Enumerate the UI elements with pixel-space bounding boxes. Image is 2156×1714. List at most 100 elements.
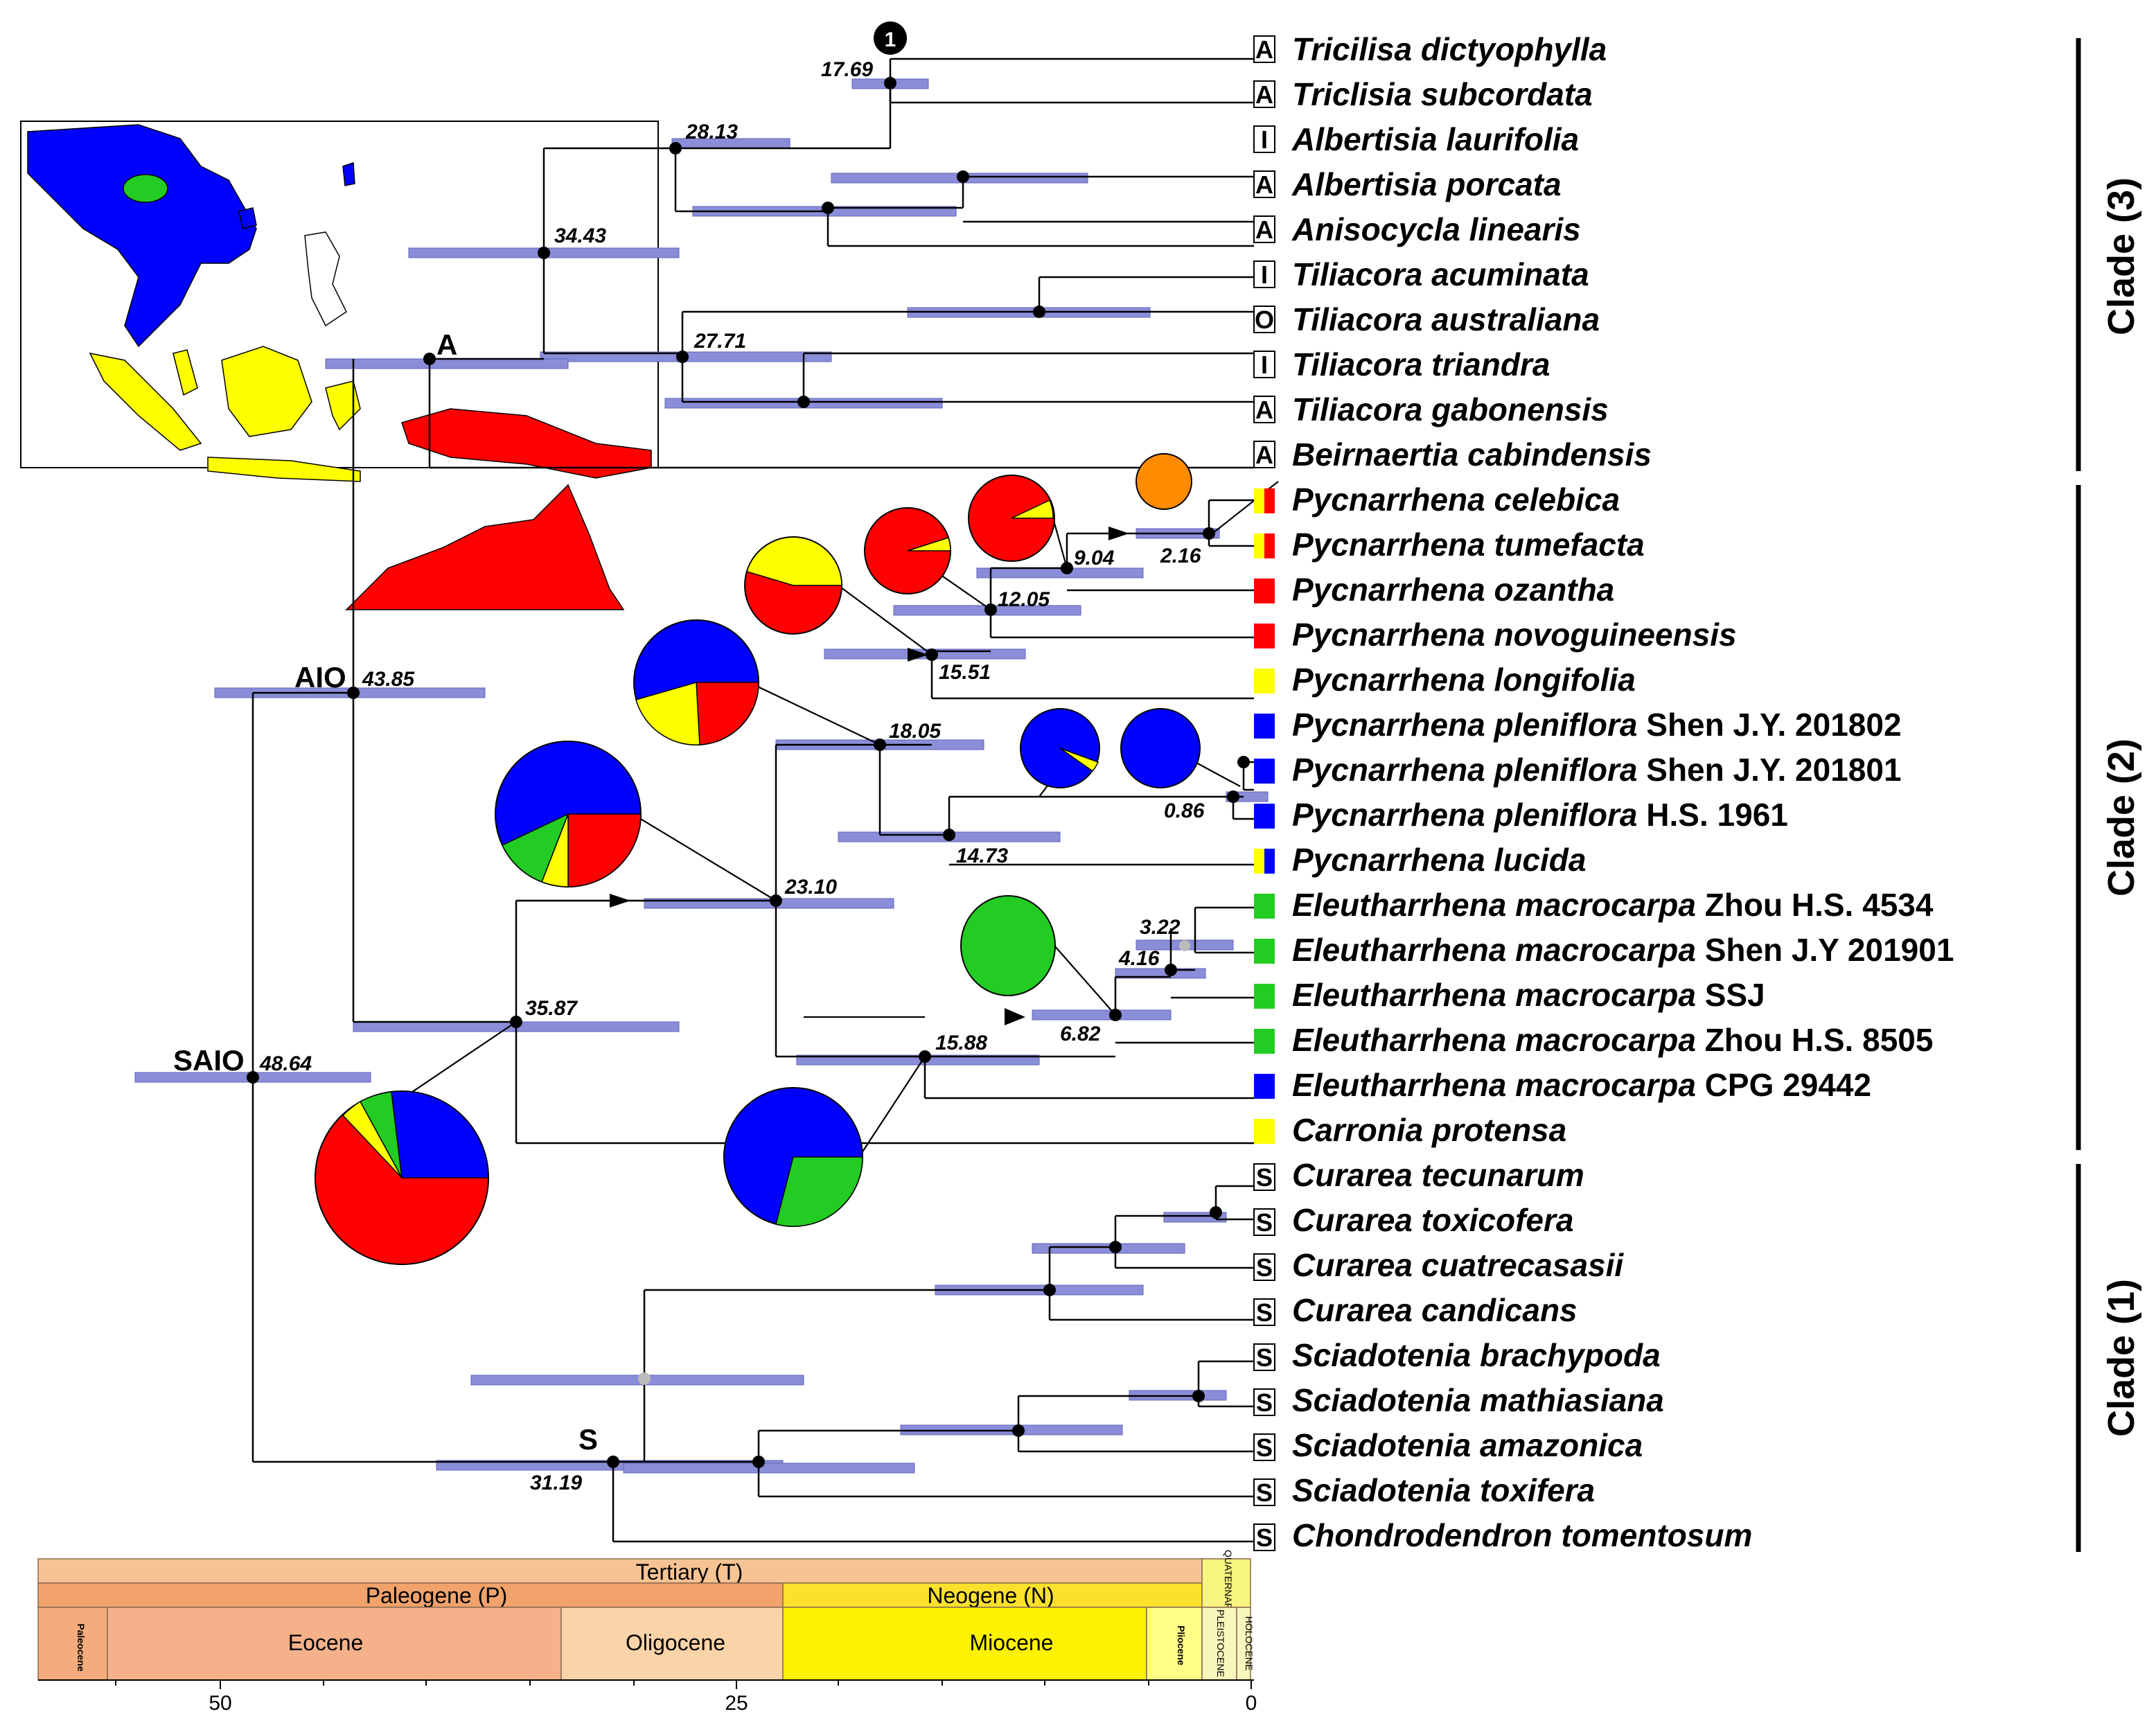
- svg-text:14.73: 14.73: [956, 845, 1008, 867]
- pie-chart-blue-small-2: [1120, 708, 1201, 788]
- epoch-label-pliocene: Pliocene: [1176, 1625, 1187, 1666]
- area-code-box: I: [1253, 260, 1275, 289]
- svg-text:6.82: 6.82: [1060, 1023, 1101, 1045]
- map-region-blue-taiwan: [342, 161, 355, 186]
- map-region-yellow-sulawesi: [325, 380, 361, 431]
- svg-text:43.85: 43.85: [362, 668, 415, 691]
- taxon-label: Anisocycla linearis: [1291, 211, 1581, 247]
- area-color-square: [1254, 1074, 1275, 1099]
- area-code-box: A: [1253, 441, 1275, 469]
- taxon-label: Pycnarrhena longifolia: [1292, 662, 1636, 698]
- area-code-box: S: [1253, 1478, 1275, 1507]
- pie-chart-red-major: [315, 1090, 489, 1265]
- svg-text:31.19: 31.19: [530, 1472, 582, 1494]
- taxon-label: Pycnarrhena ozantha: [1292, 572, 1614, 608]
- map-region-philippines: [304, 231, 347, 327]
- taxon-label: Pycnarrhena pleniflora Shen J.Y. 201801: [1292, 752, 1902, 788]
- svg-text:34.43: 34.43: [554, 224, 606, 247]
- taxon-label: Eleutharrhena macrocarpa CPG 29442: [1292, 1067, 1871, 1103]
- svg-text:A: A: [1255, 215, 1273, 244]
- era-label: Tertiary (T): [636, 1560, 743, 1584]
- svg-text:0.86: 0.86: [1164, 799, 1205, 822]
- svg-text:A: A: [1255, 80, 1273, 109]
- area-color-square: [1254, 939, 1275, 964]
- map-region-yellow-sumatra: [89, 352, 202, 451]
- area-code-box: A: [1253, 35, 1275, 64]
- svg-text:S: S: [1256, 1343, 1273, 1372]
- area-color-square: [1254, 533, 1275, 558]
- clade-brackets: Clade (3) Clade (2) Clade (1): [2076, 38, 2142, 1552]
- taxon-label: Albertisia laurifolia: [1291, 121, 1579, 157]
- area-color-square: [1254, 1029, 1275, 1054]
- svg-text:17.69: 17.69: [821, 58, 873, 81]
- area-code-box: A: [1253, 396, 1275, 424]
- clade-3-label: Clade (3): [2101, 177, 2142, 335]
- taxon-label: Eleutharrhena macrocarpa SSJ: [1292, 977, 1765, 1013]
- taxon-label: Pycnarrhena lucida: [1292, 842, 1586, 878]
- svg-text:A: A: [1255, 170, 1273, 199]
- taxon-label: Tiliacora gabonensis: [1292, 391, 1609, 427]
- taxon-label: Curarea toxicofera: [1292, 1202, 1574, 1238]
- area-code-box: A: [1253, 80, 1275, 109]
- taxon-label: Tiliacora triandra: [1292, 346, 1550, 382]
- axis-tick-0: 0: [1246, 1692, 1257, 1714]
- taxon-label: Curarea cuatrecasasii: [1292, 1247, 1624, 1283]
- area-code-box: S: [1253, 1523, 1275, 1552]
- axis-tick-50: 50: [209, 1692, 231, 1714]
- pie-chart-orange: [1136, 453, 1192, 510]
- taxon-label: Triclisia subcordata: [1292, 76, 1593, 112]
- period-label-paleogene: Paleogene (P): [366, 1583, 508, 1608]
- taxon-label: Eleutharrhena macrocarpa Zhou H.S. 4534: [1292, 887, 1934, 923]
- epoch-label-miocene: Miocene: [970, 1630, 1054, 1655]
- taxon-label: Pycnarrhena pleniflora H.S. 1961: [1292, 797, 1788, 833]
- taxon-label: Curarea candicans: [1292, 1292, 1578, 1328]
- node-dots: [247, 77, 1250, 1468]
- area-color-square: [1254, 488, 1275, 513]
- svg-text:A: A: [1255, 396, 1273, 424]
- area-code-box: S: [1253, 1388, 1275, 1417]
- map-region-yellow-malaya: [173, 349, 198, 396]
- area-code-box: I: [1253, 351, 1275, 379]
- node-label-south-america: S: [578, 1423, 598, 1456]
- area-color-square: [1254, 714, 1275, 739]
- node-label-saio: SAIO: [173, 1044, 245, 1077]
- svg-text:I: I: [1261, 260, 1268, 289]
- map-region-yellow-java: [207, 457, 361, 482]
- svg-text:15.51: 15.51: [939, 661, 991, 684]
- svg-text:35.87: 35.87: [525, 997, 578, 1020]
- taxon-label: Pycnarrhena celebica: [1292, 481, 1620, 518]
- area-code-box: S: [1253, 1433, 1275, 1462]
- taxon-label: Tiliacora australiana: [1292, 301, 1600, 337]
- svg-text:I: I: [1261, 351, 1268, 379]
- svg-text:S: S: [1256, 1433, 1273, 1462]
- area-code-box: I: [1253, 125, 1275, 154]
- holocene-label: HOLOCENE: [1244, 1616, 1255, 1671]
- clade-1-label: Clade (1): [2101, 1279, 2142, 1437]
- pie-chart-blue-major: [495, 741, 642, 887]
- taxon-label: Albertisia porcata: [1291, 166, 1562, 202]
- taxon-label: Tricilisa dictyophylla: [1292, 31, 1607, 67]
- svg-text:A: A: [1255, 35, 1273, 64]
- southeast-asia-map: [20, 121, 659, 610]
- taxon-label: Chondrodendron tomentosum: [1292, 1517, 1752, 1553]
- node-ages: 17.69 28.13 34.43 27.71 9.04 2.16 12.05 …: [259, 58, 1205, 1494]
- arrowheads: [610, 527, 1129, 1025]
- map-region-blue: [27, 124, 257, 348]
- node-label-aio: AIO: [294, 661, 346, 693]
- taxon-label: Pycnarrhena novoguineensis: [1292, 617, 1737, 653]
- map-region-green: [123, 174, 168, 203]
- area-color-square: [1254, 894, 1275, 919]
- map-region-red-australia: [345, 484, 625, 610]
- taxon-label: Sciadotenia mathiasiana: [1292, 1382, 1664, 1418]
- svg-text:9.04: 9.04: [1074, 547, 1115, 569]
- svg-text:48.64: 48.64: [259, 1052, 312, 1075]
- svg-text:S: S: [1256, 1523, 1273, 1552]
- pie-chart-blue-small-1: [1020, 708, 1100, 788]
- period-label-neogene: Neogene (N): [927, 1583, 1054, 1608]
- svg-text:S: S: [1256, 1298, 1273, 1327]
- node-label-africa: A: [436, 328, 457, 361]
- svg-text:S: S: [1256, 1388, 1273, 1417]
- tree-branches: [251, 58, 1254, 1543]
- svg-text:A: A: [1255, 441, 1273, 469]
